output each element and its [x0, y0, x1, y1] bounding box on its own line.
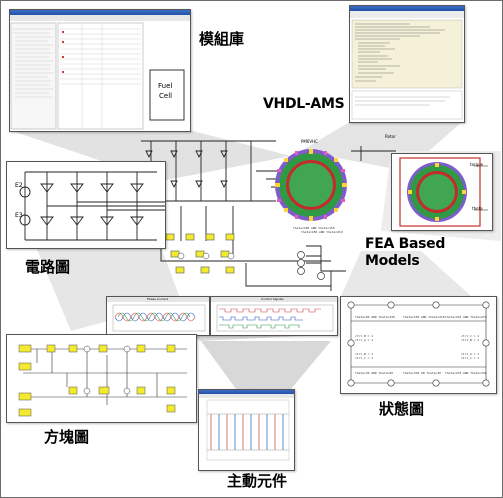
block-diagram-panel: [6, 334, 197, 423]
svg-text:ctrl_C = 1: ctrl_C = 1: [461, 334, 479, 338]
svg-text:ctrl_C = 1: ctrl_C = 1: [461, 356, 479, 360]
phase-current-title: Phase Current: [147, 297, 169, 301]
active-component-panel: [198, 389, 295, 471]
model-library-panel: Fuel Cell: [9, 9, 191, 132]
vhdl-ams-label: VHDL-AMS: [263, 96, 345, 112]
svg-text:theta<150 AND theta>210: theta<150 AND theta>210: [403, 315, 445, 319]
motor-cross-section: PM6VHC: [271, 139, 351, 227]
svg-text:theta<60 AND theta>330: theta<60 AND theta>330: [355, 315, 395, 319]
state-diagram-panel: theta<60 AND theta>330 theta<150 AND the…: [340, 296, 497, 394]
fea-models-content: [399, 157, 488, 227]
svg-text:theta<210 AND theta>270: theta<210 AND theta>270: [445, 315, 487, 319]
svg-text:theta<270 AND theta>330: theta<270 AND theta>330: [445, 371, 487, 375]
model-library-content: [10, 15, 190, 130]
vhdl-ams-titlebar: [350, 6, 464, 11]
circuit-e3-label: E3: [15, 212, 23, 219]
active-component-waveform: [199, 394, 294, 461]
fea-models-panel: torque theta: [391, 153, 493, 231]
fea-models-label-line1: FEA Based: [365, 236, 446, 252]
control-signals-waveform: [211, 297, 337, 332]
circuit-diagram-panel: E2 E3: [6, 161, 166, 249]
fea-theta-label: theta: [472, 206, 483, 211]
svg-text:theta<30 AND theta>90: theta<30 AND theta>90: [355, 371, 393, 375]
svg-text:ctrl_A = 1: ctrl_A = 1: [461, 352, 479, 356]
svg-text:ctrl_B = 1: ctrl_B = 1: [461, 338, 479, 342]
active-component-label: 主動元件: [227, 472, 288, 490]
vhdl-ams-code-content: [350, 11, 464, 120]
vhdl-ams-code-panel: [349, 5, 465, 123]
motor-cross-section-graphic: [275, 149, 347, 221]
control-signals-title: Control Signals: [261, 297, 284, 301]
block-diagram-label: 方塊圖: [44, 428, 90, 446]
model-library-titlebar: [10, 10, 190, 15]
fea-models-label-line2: Models: [365, 253, 420, 269]
phase-current-waveform: [107, 297, 209, 332]
motor-title-label: PM6VHC: [301, 139, 318, 144]
svg-text:ctrl_C = 1: ctrl_C = 1: [355, 356, 373, 360]
svg-text:ctrl_B = 1: ctrl_B = 1: [355, 352, 373, 356]
state-diagram-label: 狀態圖: [379, 400, 425, 418]
fuel-cell-label-line2: Cell: [159, 92, 173, 100]
state-diagram-content: theta<60 AND theta>330 theta<150 AND the…: [347, 301, 490, 387]
block-diagram-content: [18, 344, 187, 417]
rotor-label: Rotor: [385, 134, 396, 139]
svg-text:theta=180 AND theta=210: theta=180 AND theta=210: [301, 230, 343, 234]
fuel-cell-label-line1: Fuel: [158, 82, 173, 90]
circuit-e2-label: E2: [15, 182, 23, 189]
svg-text:ctrl_A = 1: ctrl_A = 1: [355, 338, 373, 342]
svg-text:theta<330 OR theta<30: theta<330 OR theta<30: [403, 371, 441, 375]
circuit-diagram-content: [19, 171, 165, 241]
circuit-diagram-label: 電路圖: [25, 258, 71, 276]
phase-current-plot: Phase Current: [106, 296, 210, 336]
fea-torque-label: torque: [470, 162, 484, 167]
model-library-label: 模組庫: [199, 30, 245, 48]
svg-text:ctrl_B = 1: ctrl_B = 1: [355, 334, 373, 338]
active-component-titlebar: [199, 390, 294, 394]
control-signals-plot: Control Signals: [210, 296, 338, 336]
